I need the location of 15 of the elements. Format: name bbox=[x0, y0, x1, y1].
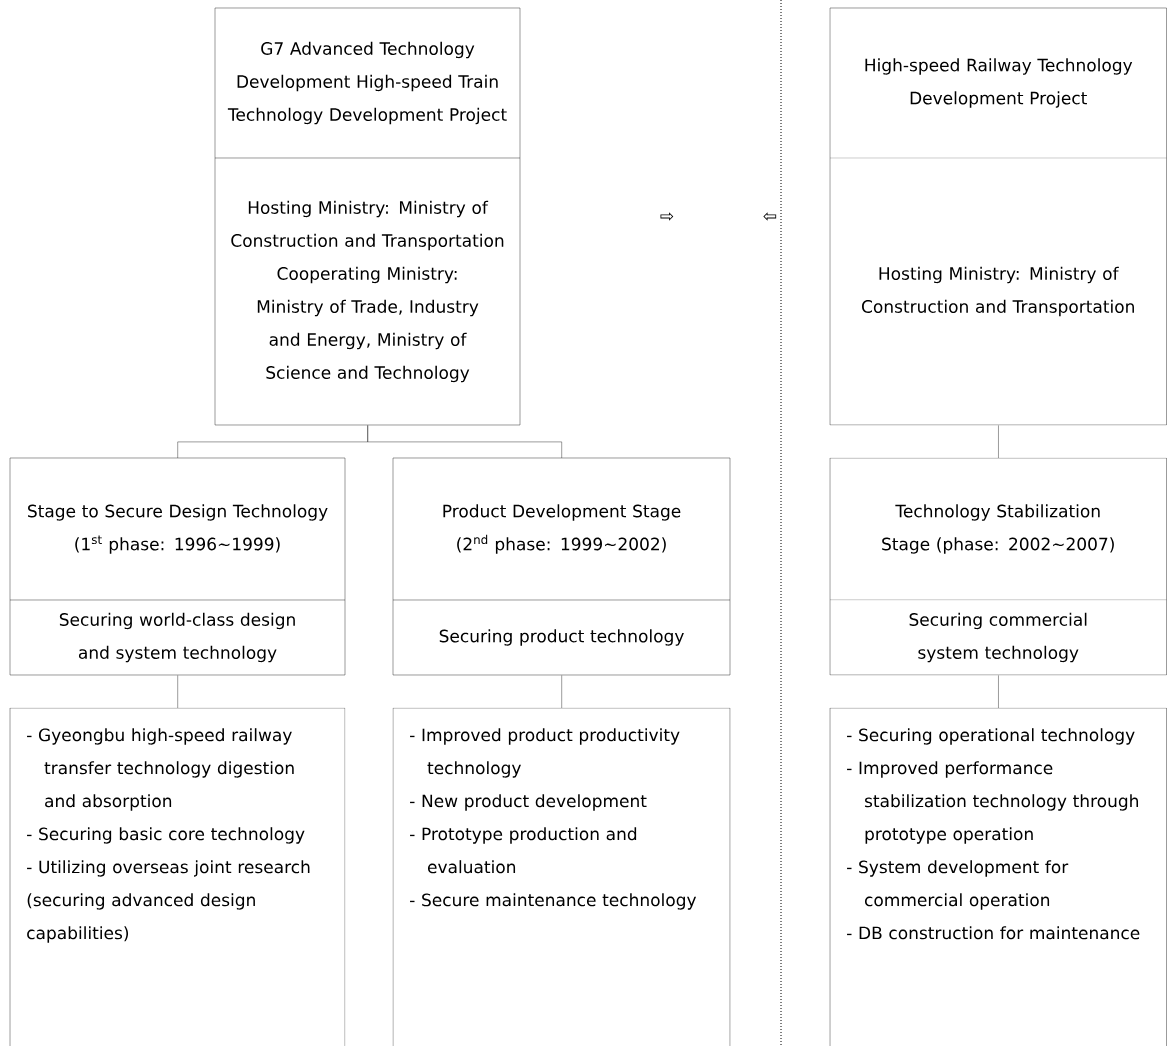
connector-line bbox=[561, 675, 562, 709]
stage-box: G7 Advanced Technology Development High-speed Train Technology Development Project Hosting Ministry: Ministry of Construction and Transportation Cooperating Ministry: Ministry of Trade, Industry and Energy, Ministry of Science and Technology bbox=[214, 7, 521, 426]
connector-line bbox=[998, 425, 999, 459]
connector-line bbox=[367, 425, 562, 459]
arrow-symbol: ⇦ bbox=[763, 212, 777, 221]
connector-line bbox=[177, 675, 178, 709]
arrow-symbol: ⇨ bbox=[660, 212, 674, 221]
stage-box: Technology Stabilization Stage (phase: 2002~2007) Securing commercial system technology bbox=[829, 457, 1167, 676]
connector-line bbox=[998, 675, 999, 709]
stage-box: Product Development Stage (2$^{nd}$ phase: 1999~2002) Securing product technology bbox=[392, 457, 731, 676]
task-list-box: - Gyeongbu high-speed railway transfer technology digestion and absorption - Securing basic core technology - Utilizing overseas joint research (securing advanced design capabilities) bbox=[9, 707, 346, 1046]
stage-box: High-speed Railway Technology Development Project Hosting Ministry: Ministry of Construction and Transportation bbox=[829, 7, 1167, 426]
stage-box: Stage to Secure Design Technology (1$^{st}$ phase: 1996~1999) Securing world-class design and system technology bbox=[9, 457, 346, 676]
task-list-box: - Improved product productivity technology - New product development - Prototype production and evaluation - Secure maintenance technology bbox=[392, 707, 731, 1046]
task-list-box: - Securing operational technology - Improved performance stabilization technology through prototype operation - System development for commercial operation - DB construction for maintenance bbox=[829, 707, 1167, 1046]
